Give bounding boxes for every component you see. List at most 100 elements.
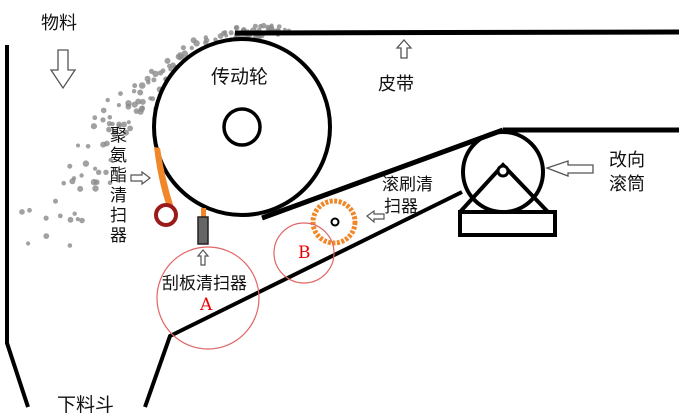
material-particle <box>110 121 115 127</box>
brush-arrow <box>366 209 385 224</box>
material-particle <box>79 173 84 178</box>
label-belt: 皮带 <box>378 74 414 95</box>
material-particle <box>69 178 76 185</box>
material-particle <box>118 91 123 96</box>
material-particle <box>180 45 186 51</box>
material-particle <box>139 98 146 105</box>
material-particle <box>135 98 142 105</box>
label-material: 物料 <box>41 13 77 34</box>
label-brush-cleaner-2: 扫器 <box>384 197 418 217</box>
belt-top <box>234 29 679 36</box>
material-particle <box>77 185 84 192</box>
material-particle <box>108 157 113 163</box>
material-particle <box>126 120 131 125</box>
material-particle <box>125 103 132 110</box>
material-particle <box>121 121 127 128</box>
material-particle <box>106 126 112 133</box>
polyurethane-blade <box>154 147 174 208</box>
drive-pulley-hub <box>222 107 262 147</box>
pulley-base <box>458 210 557 237</box>
material-particle <box>170 62 176 68</box>
scraper-up-arrow <box>196 249 210 266</box>
material-particle <box>94 179 100 185</box>
material-particle <box>131 89 137 94</box>
material-particle <box>93 166 98 171</box>
material-particle <box>26 241 31 246</box>
material-particle <box>76 143 80 148</box>
belt-incline <box>261 127 504 221</box>
material-particle <box>100 107 107 114</box>
label-bend-pulley-1: 改向 <box>609 150 645 171</box>
polyurethane-arrow <box>130 170 151 186</box>
label-bend-pulley-2: 滚筒 <box>609 174 645 195</box>
material-particle <box>43 215 49 221</box>
material-particle <box>92 115 98 121</box>
label-polyurethane-cleaner: 聚氨酯清扫器 <box>106 126 126 246</box>
label-discharge-hopper: 下料斗 <box>57 394 115 415</box>
material-particle <box>67 163 73 169</box>
bend-pulley-axle <box>496 164 510 178</box>
material-particle <box>189 45 194 51</box>
material-particle <box>96 169 102 175</box>
belt-up-arrow <box>395 39 413 59</box>
material-particle <box>100 141 107 148</box>
material-particle <box>260 22 267 29</box>
material-particle <box>75 217 80 222</box>
material-particle <box>43 233 50 240</box>
drive-pulley <box>152 37 332 217</box>
bend-pulley <box>461 130 545 214</box>
material-particle <box>107 115 113 120</box>
material-particle <box>168 67 173 72</box>
material-particle <box>203 35 208 40</box>
marker-circle-a <box>156 246 260 350</box>
material-particle <box>138 82 146 89</box>
bend-pulley-arrow <box>545 160 594 177</box>
material-particle <box>160 68 166 74</box>
material-particle <box>137 108 144 115</box>
material-particle <box>276 24 282 29</box>
scraper-block <box>197 216 209 245</box>
material-particle <box>190 37 197 44</box>
brush-axle <box>330 217 340 227</box>
material-particle <box>79 217 85 224</box>
material-particle <box>151 77 157 83</box>
material-particle <box>112 130 118 135</box>
material-particle <box>92 185 99 192</box>
brush-roller <box>310 198 358 246</box>
material-particle <box>228 30 234 36</box>
material-particle <box>107 180 113 186</box>
material-particle <box>90 123 97 130</box>
material-particle <box>152 70 159 78</box>
marker-b-label: B <box>298 243 311 263</box>
material-particle <box>105 97 110 103</box>
material-particle <box>116 103 121 108</box>
hopper-right-wall <box>143 190 463 408</box>
material-down-arrow <box>49 49 77 90</box>
material-particle <box>103 169 109 175</box>
hopper-left-wall <box>5 45 30 408</box>
label-brush-cleaner-1: 滚刷清 <box>382 175 433 195</box>
material-particle <box>132 83 138 89</box>
material-particle <box>164 57 171 64</box>
material-particle <box>19 209 25 215</box>
material-particle <box>146 79 151 85</box>
marker-circle-b <box>273 222 335 284</box>
material-particle <box>222 30 228 35</box>
material-particle <box>61 180 66 186</box>
material-particle <box>100 117 106 123</box>
material-particle <box>137 89 144 96</box>
material-particle <box>67 243 73 248</box>
material-particle <box>57 213 63 219</box>
material-particle <box>82 160 90 167</box>
material-particle <box>140 105 145 110</box>
material-particle <box>27 207 32 213</box>
label-drive-pulley: 传动轮 <box>211 66 269 88</box>
marker-a-label: A <box>200 295 213 315</box>
material-particle <box>72 211 77 216</box>
material-particle <box>181 50 188 57</box>
material-particle <box>85 144 91 149</box>
polyurethane-ring <box>154 203 178 227</box>
material-particle <box>123 129 129 136</box>
